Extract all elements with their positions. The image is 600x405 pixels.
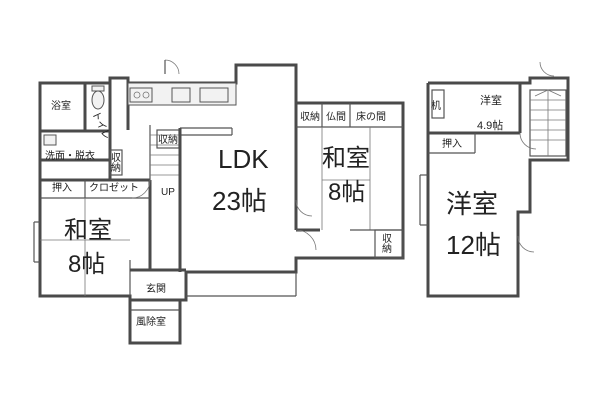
western-small-name: 洋室: [480, 93, 502, 107]
oshiire-left-label: 押入: [52, 181, 72, 194]
western-large-name: 洋室: [446, 189, 498, 219]
ldk-size: 23帖: [212, 186, 267, 216]
upper-outer-wall: [426, 76, 570, 298]
bath-label: 浴室: [51, 99, 71, 112]
up-label: UP: [161, 187, 175, 198]
windbreak-label: 風除室: [136, 315, 166, 328]
western-large-size: 12帖: [446, 230, 501, 260]
room-labels: 浴室 トイレ 洗面・脱衣 収納 収納 UP 押入 クロゼット 和室 8帖 LDK…: [45, 93, 503, 328]
windbreak-wall: [128, 296, 182, 345]
butsudan-label: 仏間: [326, 111, 346, 123]
western-small-size: 4.9帖: [477, 119, 503, 132]
tokonoma-label: 床の間: [356, 110, 386, 123]
storage-small-label: 収納: [109, 152, 121, 173]
washitsu-left-name: 和室: [64, 217, 112, 244]
wash-label: 洗面・脱衣: [45, 149, 95, 162]
oshiire-right-label: 押入: [442, 137, 462, 150]
ldk-name: LDK: [218, 144, 269, 174]
storage-ldk-label: 収納: [158, 133, 178, 146]
desk-label: 机: [429, 99, 441, 111]
storage-wa2-label: 収納: [380, 233, 392, 254]
storage-wa-label: 収納: [300, 110, 320, 123]
washitsu-center-size: 8帖: [328, 179, 365, 206]
closet-label: クロゼット: [89, 182, 139, 194]
upper-floor-plan: [419, 61, 570, 298]
washitsu-center-name: 和室: [322, 145, 370, 172]
washitsu-left-size: 8帖: [68, 251, 105, 278]
entrance-label: 玄関: [146, 282, 166, 295]
ground-floor-plan: [33, 59, 405, 345]
